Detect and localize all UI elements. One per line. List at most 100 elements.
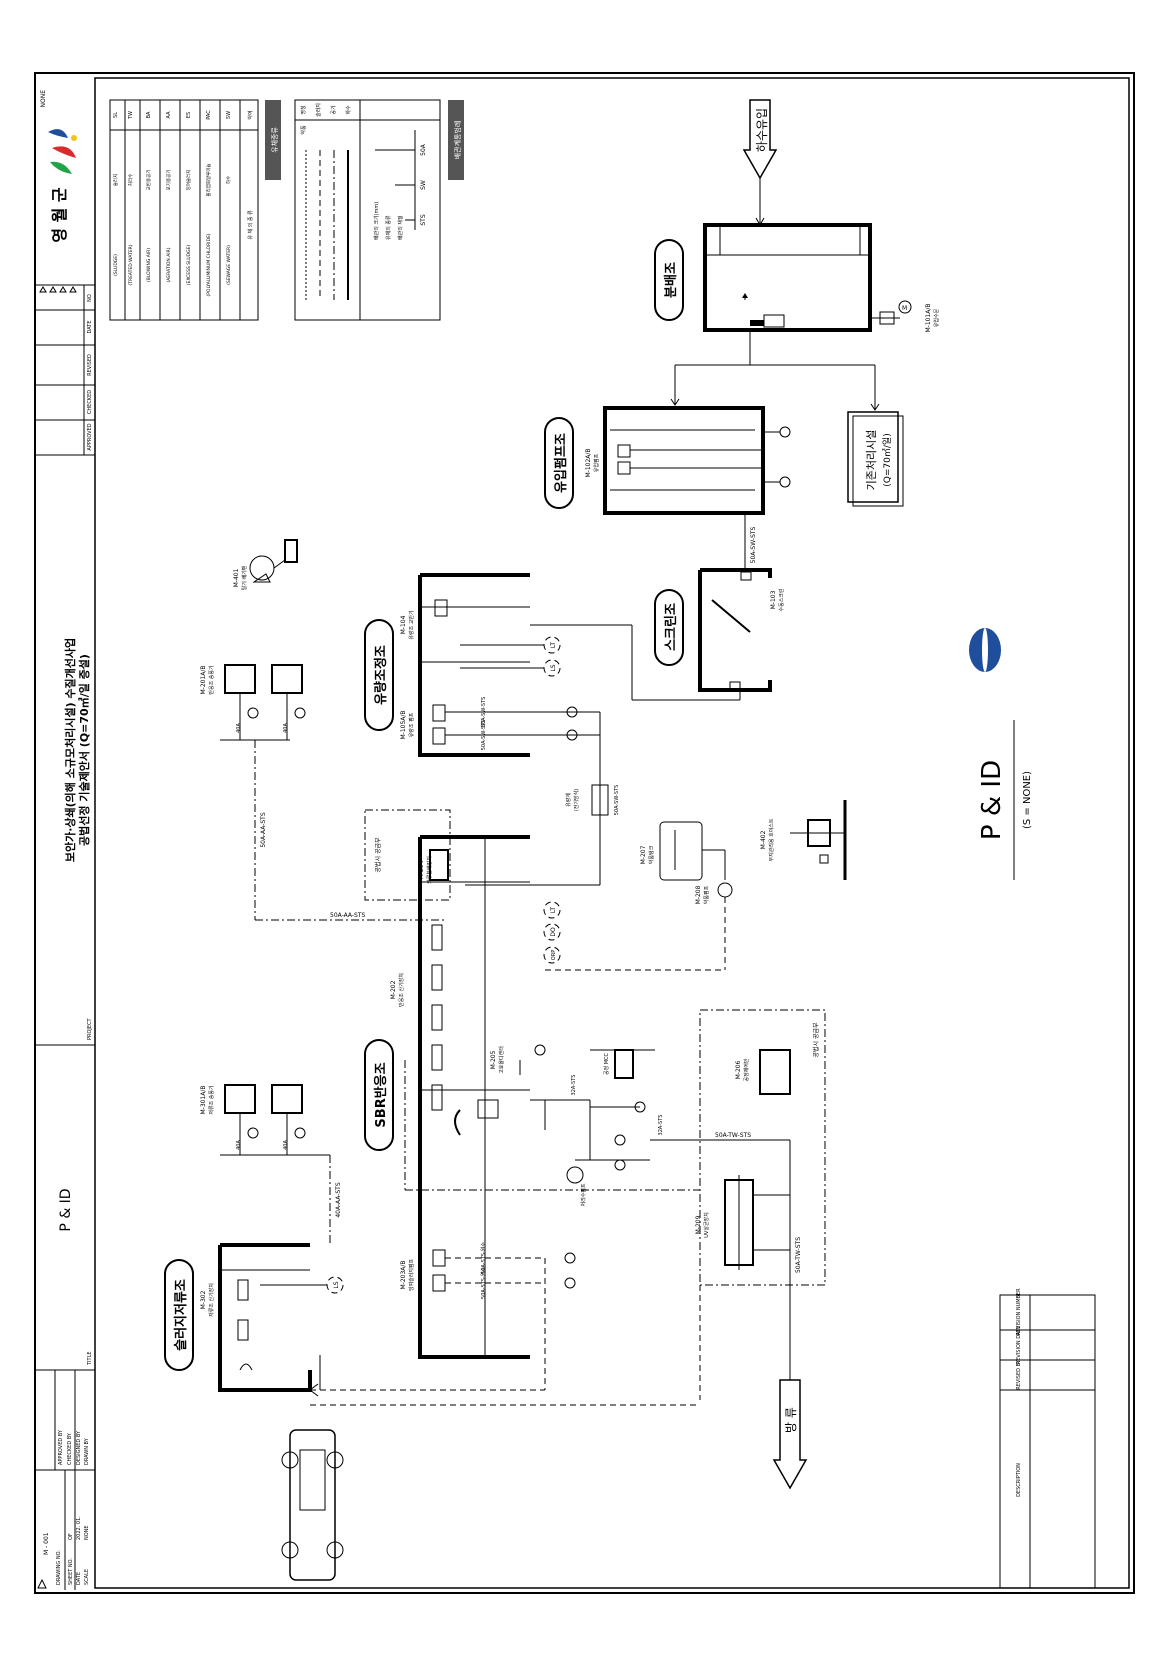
legend-row-sewage: 하수 [345, 105, 352, 115]
size-40a-4: 40A [283, 1140, 289, 1150]
legend-lines-title: 배관계통범례 [453, 121, 462, 160]
pipe-label-sw-2: 50A-SW-STS [481, 697, 487, 728]
checked-by-label: CHECKED BY [67, 1432, 73, 1465]
outer-border [34, 72, 1135, 1594]
m209-tag: M-209 [695, 1215, 702, 1234]
distribution-label-box: 분배조 [654, 239, 684, 321]
legend-row-air: 공기 [330, 105, 337, 114]
legend-note-material: 배관의 재질 [397, 215, 404, 240]
legend-fluid-en: (TREATED WATER) [128, 244, 134, 285]
m401-tag: M-401 [233, 568, 240, 587]
inst-do: DO [550, 927, 557, 937]
legend-fluid-code: TW [128, 111, 134, 120]
legend-fluid-desc: 슬러지 [112, 174, 119, 186]
ctrl-box-1-label: 공법시 공급부 [374, 837, 382, 873]
sludge-truck-icon [281, 1429, 344, 1581]
sludge-storage-tank: LS M-302 저류조 산기장치 [200, 1243, 344, 1392]
gauge-icon [614, 1159, 626, 1171]
rev-approved-label: APPROVED [87, 423, 93, 450]
gauge-icon [614, 1134, 626, 1146]
gauge-icon [294, 1127, 306, 1139]
rev-revised-label: REVISED [87, 354, 93, 376]
gauge-icon [247, 707, 259, 719]
gauge-icon [779, 476, 791, 488]
pipe-label-aa-2: 50A-AA-STS [330, 912, 366, 919]
legend-pipe-label-a: 50A [420, 143, 427, 156]
revtable-date: REVISION DATE [1016, 1326, 1022, 1364]
rev-marker-icon [37, 1578, 47, 1589]
flow-eq-label: 유량조정조 [373, 645, 389, 705]
flowmeter-type: (전기방식) [573, 789, 580, 811]
m203-name: 잉여슬러지펌프 [408, 1259, 415, 1292]
drawing-main-title: P & ID [977, 760, 1007, 840]
legend-note-size: 배관의 크기(mm) [373, 202, 380, 240]
m103-name: 수동스크린 [778, 588, 785, 611]
m103-tag: M-103 [770, 590, 777, 609]
ctrl-box-2-label: 공법시 공급부 [812, 1022, 820, 1058]
title-value: P & ID [58, 1188, 74, 1231]
m206-name: 공정제어반 [743, 1058, 750, 1081]
m207-name: 약품탱크 [648, 845, 655, 864]
legend-row-chemical: 약품 [300, 125, 307, 135]
legend-lines-col-name: 명칭 [300, 105, 307, 114]
scale-value: NONE [84, 1525, 90, 1540]
treated-pump-icon [566, 1166, 584, 1184]
m104-tag: M-104 [400, 615, 407, 634]
control-panel-icon [759, 1049, 791, 1095]
legend-fluid-en: (SLUDGE) [113, 254, 119, 276]
inner-border [94, 77, 1130, 1589]
sludge-label: 슬러지저류조 [173, 1279, 189, 1351]
m101-name: 유입수문 [933, 308, 940, 327]
title-strip: 영 월 군 NONE NO DATE REVISED CHECKED APPRO… [35, 90, 95, 1590]
inflow-pump-label-box: 유입펌프조 [544, 417, 574, 509]
project-line-1: 보안가·상쇄(의해 소규모처리시설) 수질개선사업 [63, 638, 77, 862]
chemical-tank: M-207 약품탱크 M-208 약품펌프 [640, 821, 733, 904]
flowmeter-icon [591, 784, 609, 816]
legend-fluid-en: (SEWAGE WATER) [226, 245, 232, 285]
pipe-label-tw-1: 50A-TW-STS [715, 1132, 751, 1139]
designed-by-label: DESIGNED BY [76, 1430, 82, 1465]
pipe-label-sw-1: 50A-SW-STS [750, 526, 757, 563]
legend-fluid-code: BA [146, 111, 152, 118]
inflow-label: 하수유입 [755, 108, 769, 152]
m302-tag: M-302 [200, 1290, 207, 1309]
pipe-label-aa-1: 50A-AA-STS [260, 812, 267, 848]
motor-icon [898, 300, 912, 314]
inst-ls-2: LS [333, 1281, 340, 1288]
treated-pump-label: 처리수펌프 [580, 1183, 587, 1206]
mcc-panel: 공정 MCC [603, 1049, 634, 1079]
legend-fluids-col-desc: 유 체 의 종 류 [247, 210, 254, 240]
control-supply-box-2: 공법시 공급부 M-206 공정제어반 [699, 1009, 826, 1286]
project-label: PROJECT [87, 1017, 93, 1040]
sbr-tank: 50A-STS-원수 50A-STS-원수 LT DO ORP [418, 835, 576, 1359]
legend-fluid-code: ES [186, 112, 192, 118]
hoist: M-402 무지관리용 호이스트 [760, 800, 847, 880]
sludge-label-box: 슬러지저류조 [164, 1259, 194, 1371]
legend-pipe-label-c: STS [420, 214, 427, 225]
m102-tag: M-102A/B [585, 448, 592, 477]
revtable-desc: DESCRIPTION [1016, 1463, 1022, 1497]
legend-fluid-desc: 처리수 [127, 174, 134, 186]
size-40a-2: 40A [283, 723, 289, 733]
legend-fluid-code: AA [166, 111, 172, 119]
inst-lt-2: LT [550, 907, 557, 914]
drawing-no-value: M - 001 [43, 1532, 50, 1555]
m202-tag: M-202 [390, 980, 397, 999]
gauge-icon [564, 1277, 576, 1289]
inst-lt-1: LT [550, 642, 557, 649]
m402-name: 무지관리용 호이스트 [768, 818, 775, 861]
existing-facility-box: 기존처리시설 (Q=70㎥/일) [847, 411, 904, 507]
county-logo [48, 129, 77, 174]
m205-tag: M-205 [490, 1050, 497, 1069]
drawing-scale-note: (S = NONE) [1022, 771, 1033, 829]
blower-m201: 40A 40A M-201A/B 반응조 송풍기 [200, 664, 306, 741]
pipe-label-sw-3: 50A-SW-STS [481, 720, 487, 751]
m204-tag: M-204 [418, 860, 425, 879]
decanter-icon [477, 1099, 499, 1119]
distribution-tank [703, 223, 872, 332]
orp-sensor-icon [543, 946, 561, 964]
legend-fluid-en: (AERATION AIR) [166, 247, 172, 282]
sheet-label: SHEET NO. [68, 1558, 74, 1585]
m202-name: 반응조 산기장치 [398, 973, 405, 1007]
